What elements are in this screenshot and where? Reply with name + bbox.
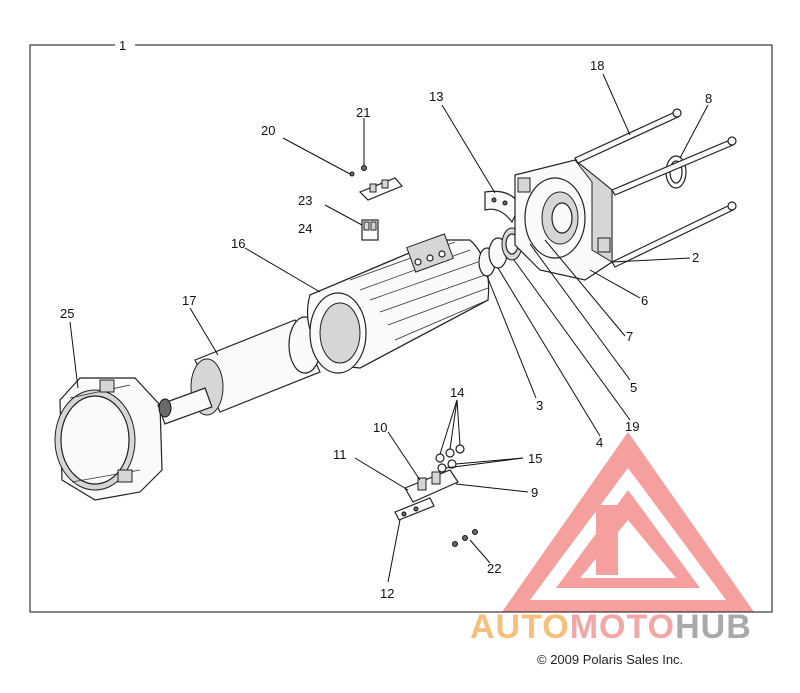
label-13: 13 [429, 89, 443, 104]
label-1: 1 [119, 38, 126, 53]
label-11: 11 [333, 447, 347, 462]
watermark-word-auto: AUTO [470, 608, 570, 646]
label-25: 25 [60, 306, 74, 321]
label-8: 8 [705, 91, 712, 106]
part-2-drive-end-housing [514, 159, 613, 281]
label-5: 5 [630, 380, 637, 395]
label-24: 24 [298, 221, 312, 236]
part-12-terminal-strip [394, 497, 435, 521]
watermark-word-hub: HUB [675, 608, 752, 646]
part-labels: 1 2 3 4 5 6 7 8 9 10 11 12 13 14 15 16 1… [60, 38, 712, 601]
brush-terminals [406, 233, 454, 273]
label-23: 23 [298, 193, 312, 208]
part-9-terminal-block [404, 469, 459, 503]
label-4: 4 [596, 435, 603, 450]
diagram-frame [29, 44, 773, 613]
label-15: 15 [528, 451, 542, 466]
part-23-connector [361, 219, 379, 241]
watermark-word-moto: MOTO [569, 608, 676, 646]
label-12: 12 [380, 586, 394, 601]
watermark-wordmark: AUTOMOTOHUB [470, 608, 752, 647]
label-17: 17 [182, 293, 196, 308]
label-9: 9 [531, 485, 538, 500]
label-3: 3 [536, 398, 543, 413]
label-20: 20 [261, 123, 275, 138]
label-2: 2 [692, 250, 699, 265]
part-22-screws [452, 529, 478, 547]
label-21: 21 [356, 105, 370, 120]
part-21-screw [361, 165, 367, 171]
part-25-end-cap [54, 377, 163, 501]
leader-lines [69, 73, 709, 583]
label-16: 16 [231, 236, 245, 251]
watermark-logo [502, 432, 754, 612]
part-13-brush-plate [484, 190, 521, 224]
copyright-notice: © 2009 Polaris Sales Inc. [537, 652, 684, 667]
label-19: 19 [625, 419, 639, 434]
part-16-field-housing [306, 233, 490, 374]
label-7: 7 [626, 329, 633, 344]
label-18: 18 [590, 58, 604, 73]
label-6: 6 [641, 293, 648, 308]
part-20-terminal-clip [349, 171, 404, 201]
label-14: 14 [450, 385, 464, 400]
label-22: 22 [487, 561, 501, 576]
label-10: 10 [373, 420, 387, 435]
part-18-through-bolts [574, 108, 737, 268]
